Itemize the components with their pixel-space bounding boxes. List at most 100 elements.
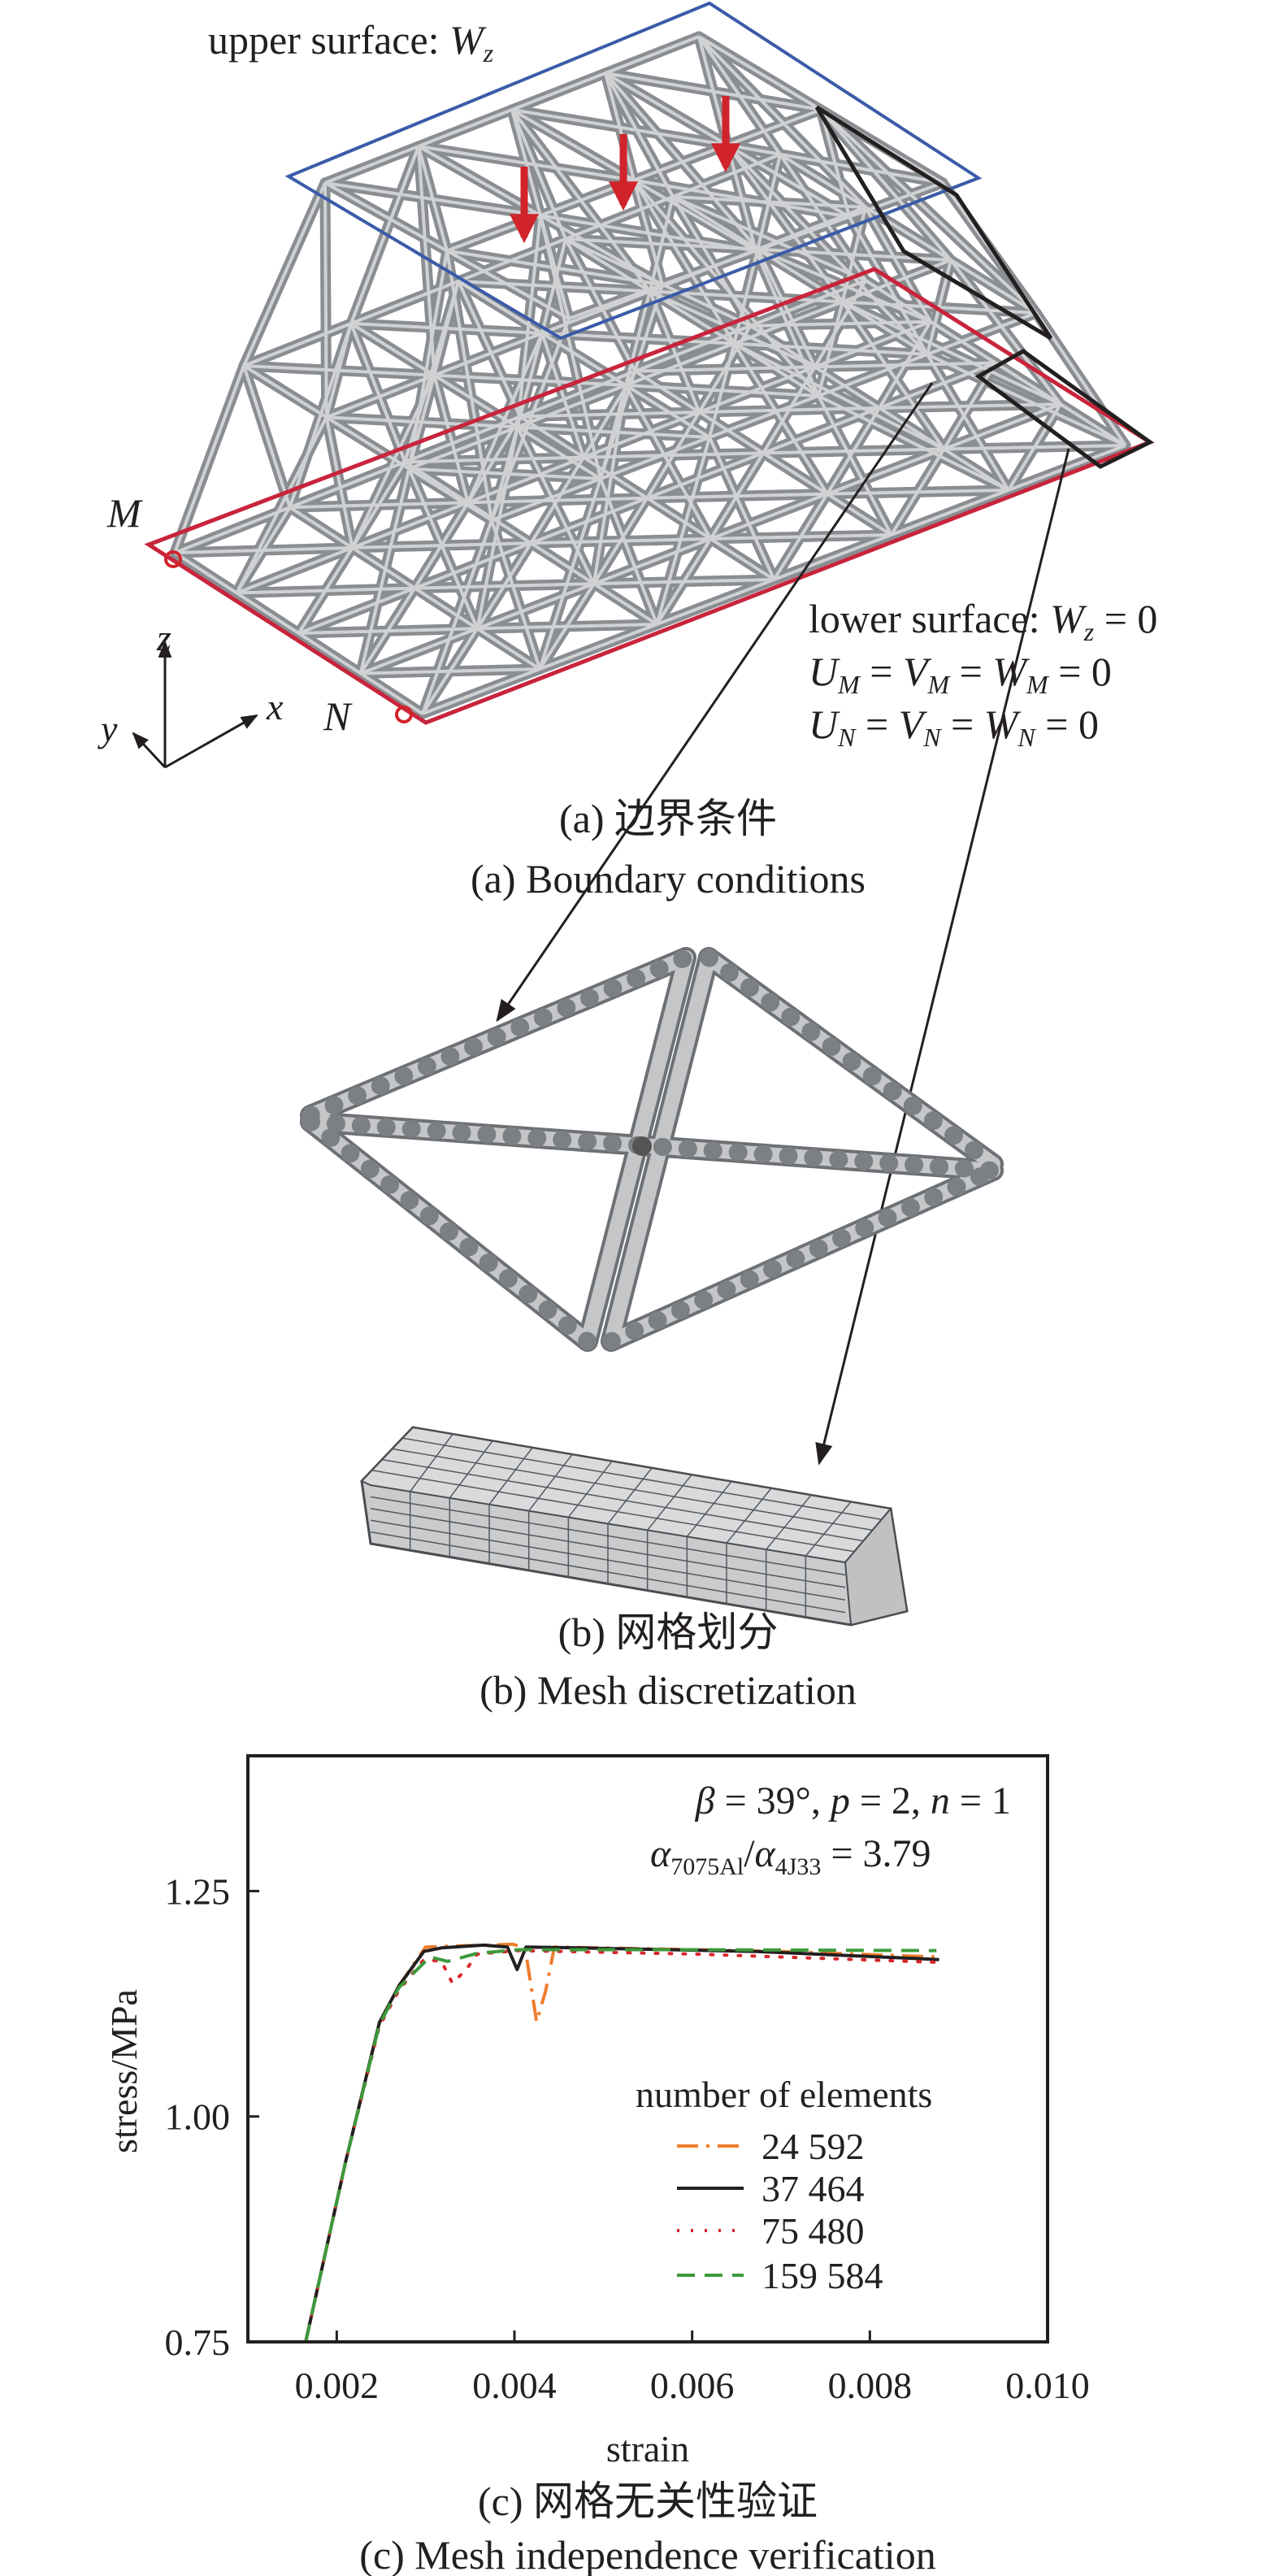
mesh-line [410, 1433, 453, 1492]
y-axis-ticks: 0.751.001.25 [165, 1870, 259, 2363]
y-tick-label: 1.00 [165, 2096, 231, 2138]
truss-strut-highlight [604, 72, 729, 147]
truss-strut-highlight [772, 493, 829, 581]
truss-strut-highlight [818, 353, 928, 397]
truss-strut-highlight [422, 667, 540, 715]
annotation-params: β = 39°, p = 2, n = 1 [695, 1779, 1011, 1822]
truss-strut-highlight [407, 467, 479, 630]
truss-strut-highlight [359, 671, 424, 715]
truss-strut-highlight [433, 332, 543, 377]
truss-strut-highlight [457, 280, 522, 418]
panel-a-boundary-conditions: upper surface: Wz M N z x y lower surfac… [98, 1, 1157, 901]
truss-strut-highlight [510, 109, 542, 216]
truss-strut-highlight [349, 322, 436, 377]
truss-strut-highlight [727, 108, 822, 147]
truss-strut-highlight [538, 478, 602, 670]
x-tick-label: 0.006 [650, 2365, 735, 2406]
truss-strut-highlight [656, 578, 775, 626]
truss-strut-highlight [432, 375, 470, 503]
truss-strut-highlight [418, 145, 541, 217]
truss-strut-highlight [878, 320, 932, 409]
x-tick-label: 0.002 [295, 2365, 380, 2406]
truss-strut-highlight [762, 451, 828, 496]
series-line-3 [304, 1948, 937, 2343]
truss-strut-highlight [350, 461, 407, 549]
caption-c-en: (c) Mesh independence verification [359, 2532, 935, 2576]
truss-strut-highlight [592, 582, 658, 626]
truss-strut-highlight [359, 587, 417, 675]
truss-strut-highlight [516, 384, 627, 429]
truss-strut-highlight [530, 541, 595, 585]
truss-strut-highlight [648, 290, 701, 413]
legend-title: number of elements [636, 2074, 932, 2115]
truss-strut-highlight [655, 437, 711, 625]
truss-strut-highlight [708, 343, 736, 438]
truss-strut-highlight [671, 195, 753, 327]
legend-item: 37 464 [677, 2168, 865, 2209]
leader-arrow-strut [815, 448, 1070, 1466]
truss-strut-highlight [755, 215, 850, 253]
bc-point-n: UN = VN = WN = 0 [809, 702, 1099, 752]
truss-strut-highlight [475, 426, 519, 629]
x-axis-label: x [266, 686, 284, 728]
mesh-line [370, 1531, 846, 1614]
truss-strut-highlight [417, 146, 436, 376]
truss-strut-highlight [624, 384, 713, 540]
truss-strut-highlight [565, 237, 752, 328]
point-n-label: N [323, 693, 353, 739]
truss-strut-highlight [414, 541, 532, 590]
truss-strut-highlight [538, 583, 596, 671]
mesh-line [370, 1508, 846, 1588]
truss-strut-highlight [697, 35, 782, 156]
mesh-line [607, 1467, 653, 1524]
truss-strut-highlight [841, 300, 929, 356]
truss-strut-highlight [297, 632, 362, 675]
legend-item: 75 480 [677, 2210, 865, 2252]
mesh-line [726, 1488, 772, 1544]
truss-strut-highlight [540, 332, 586, 458]
x-axis-title: strain [606, 2428, 689, 2470]
truss-strut-highlight [841, 301, 946, 450]
point-n-marker [395, 706, 413, 723]
truss-strut-highlight [540, 332, 627, 387]
truss-strut-highlight [889, 448, 946, 536]
truss-strut-highlight [324, 416, 354, 549]
truss-strut-highlight [648, 196, 675, 292]
leader-arrow-unit-cell [496, 382, 934, 1023]
mesh-line [567, 1461, 613, 1518]
truss-strut-highlight [515, 215, 542, 428]
truss-strut-highlight [649, 289, 816, 369]
mesh-line [647, 1474, 692, 1531]
truss-strut-highlight [848, 215, 929, 355]
caption-a-cn: (a) 边界条件 [559, 796, 777, 841]
truss-strut-highlight [510, 108, 636, 182]
caption-a-en: (a) Boundary conditions [471, 856, 866, 901]
caption-b-cn: (b) 网格划分 [558, 1609, 779, 1655]
truss-strut-highlight [242, 182, 327, 367]
truss-strut-highlight [1007, 403, 1062, 492]
truss-strut-highlight [726, 143, 851, 219]
caption-b-en: (b) Mesh discretization [479, 1667, 857, 1713]
truss-strut-highlight [407, 250, 449, 470]
truss-strut-highlight [732, 342, 829, 495]
mesh-line [528, 1453, 573, 1512]
truss-strut-highlight [848, 181, 944, 219]
truss-strut-highlight [646, 497, 712, 541]
coordinate-axes: z x y [98, 617, 284, 769]
truss-strut-highlight [564, 238, 637, 372]
truss-strut-highlight [605, 35, 700, 75]
truss-strut-highlight [756, 248, 817, 368]
truss-strut-highlight [475, 542, 533, 630]
truss-strut-highlight [323, 182, 328, 418]
truss-strut-highlight [599, 478, 659, 625]
truss-strut-highlight [697, 35, 822, 111]
truss-strut-highlight [408, 467, 493, 522]
truss-strut-highlight [779, 153, 867, 282]
y-axis-arrow [132, 732, 167, 769]
truss-strut-highlight [476, 627, 541, 671]
truss-strut-highlight [564, 237, 651, 293]
x-tick-label: 0.004 [472, 2365, 557, 2406]
truss-strut-highlight [599, 284, 664, 480]
strut-mesh [360, 1426, 909, 1627]
truss-strut-highlight [726, 143, 929, 356]
